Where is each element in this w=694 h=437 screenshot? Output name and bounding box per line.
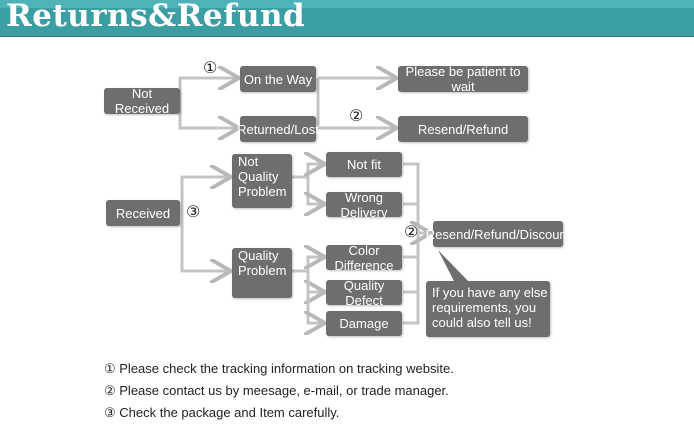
node-wrong-delivery: Wrong Delivery <box>326 190 402 220</box>
not-quality-line-2: Quality <box>238 169 279 184</box>
node-resend-refund-discount: Resend/Refund/Discount <box>426 221 570 247</box>
bubble-text: If you have any else requirements, you c… <box>432 285 548 330</box>
bubble-pointer <box>438 250 470 283</box>
notes-list: ① Please check the tracking information … <box>104 358 454 424</box>
node-not-received: Not Received <box>104 86 180 116</box>
arrow-to-not-quality <box>180 177 228 213</box>
header-accent-bar <box>0 0 694 8</box>
quality-line-1: Quality <box>238 248 279 263</box>
node-patient: Please be patient to wait <box>398 64 528 94</box>
arrow-to-damage <box>308 271 322 323</box>
node-quality-defect: Quality Defect <box>326 278 402 308</box>
node-color-difference: Color Difference <box>326 243 402 273</box>
arrow-to-quality-defect <box>308 271 322 292</box>
node-not-quality-problem: Not Quality Problem <box>232 154 292 208</box>
node-resend-refund: Resend/Refund <box>398 116 528 142</box>
marker-three: ③ <box>186 202 201 221</box>
node-received: Received <box>106 200 180 226</box>
marker-one: ① <box>203 58 218 77</box>
marker-two-top: ② <box>349 106 364 125</box>
page-title: Returns&Refund <box>6 0 306 34</box>
arrow-to-not-fit <box>292 164 322 179</box>
arrow-to-returned-lost <box>178 100 236 128</box>
collector-line <box>403 162 420 325</box>
speech-bubble <box>426 281 550 337</box>
note-item: ③ Check the package and Item carefully. <box>104 405 340 420</box>
node-damage: Damage <box>326 311 402 336</box>
arrow-to-wrong-delivery <box>308 177 322 204</box>
arrow-to-color-difference <box>292 257 322 273</box>
node-quality-problem: Quality Problem <box>232 248 292 298</box>
node-returned-lost: Returned/Lost <box>237 116 319 142</box>
quality-line-2: Problem <box>238 263 287 278</box>
note-item: ① Please check the tracking information … <box>104 361 454 376</box>
header-banner: Returns&Refund <box>0 0 694 37</box>
note-item: ② Please contact us by meesage, e-mail, … <box>104 383 449 398</box>
node-not-fit: Not fit <box>326 152 402 177</box>
not-quality-line-1: Not <box>238 154 259 169</box>
marker-two-bottom: ② <box>404 222 419 241</box>
not-quality-line-3: Problem <box>238 184 287 199</box>
arrow-to-on-the-way <box>178 78 236 100</box>
node-on-the-way: On the Way <box>240 66 316 92</box>
arrow-to-quality <box>180 213 228 271</box>
